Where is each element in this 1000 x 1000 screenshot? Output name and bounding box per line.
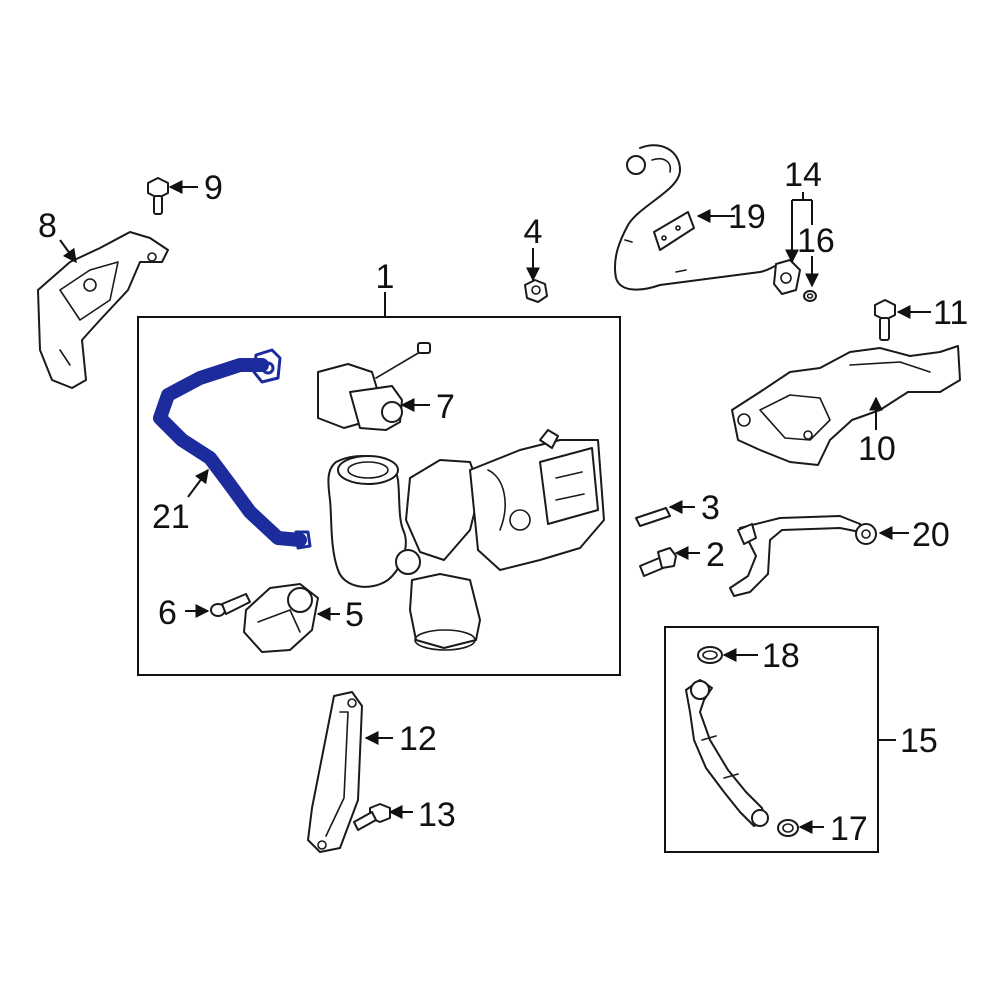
- callout-8: 8: [38, 207, 57, 245]
- callout-11: 11: [933, 294, 968, 332]
- callout-13: 13: [418, 796, 456, 834]
- callout-21: 21: [152, 498, 190, 536]
- callout-16: 16: [797, 222, 835, 260]
- actuator-part-7[interactable]: [317, 342, 431, 431]
- seal-part-17[interactable]: [777, 819, 799, 837]
- washer-part-16[interactable]: [803, 290, 817, 302]
- callout-3: 3: [701, 489, 720, 527]
- valve-part-5[interactable]: [243, 583, 319, 653]
- oil-line-part-15[interactable]: [685, 679, 769, 827]
- pipe-part-21[interactable]: [153, 348, 312, 550]
- bolt-part-6[interactable]: [210, 593, 251, 617]
- bracket-part-19[interactable]: [653, 211, 695, 251]
- callout-1: 1: [376, 258, 395, 296]
- callout-19: 19: [728, 198, 766, 236]
- callout-4: 4: [524, 213, 543, 251]
- callout-9: 9: [204, 169, 223, 207]
- callout-7: 7: [436, 388, 455, 426]
- bolt-part-11[interactable]: [874, 299, 896, 341]
- callout-5: 5: [345, 596, 364, 634]
- coolant-line-part-14[interactable]: [614, 144, 801, 295]
- nut-part-4[interactable]: [524, 279, 548, 303]
- leader-lines: [59, 180, 931, 834]
- callout-20: 20: [912, 516, 950, 554]
- bolt-part-13[interactable]: [353, 803, 391, 831]
- pipe-part-20[interactable]: [729, 515, 877, 597]
- bolt-part-9[interactable]: [147, 177, 169, 215]
- bracket-part-12[interactable]: [307, 691, 363, 853]
- seal-part-18[interactable]: [697, 646, 723, 664]
- callout-10: 10: [858, 430, 896, 468]
- callout-14: 14: [784, 156, 822, 194]
- callout-17: 17: [830, 810, 868, 848]
- callout-18: 18: [762, 637, 800, 675]
- callout-12: 12: [399, 720, 437, 758]
- heat-shield-part-10[interactable]: [731, 345, 961, 466]
- callout-labels: 1 2 3 4 5 6 7 8 9 10 11 12 13 14 15 16 1…: [38, 156, 968, 848]
- callout-2: 2: [706, 536, 725, 574]
- callout-6: 6: [158, 594, 177, 632]
- bolt-part-2[interactable]: [639, 547, 677, 577]
- turbocharger-assembly-box: [137, 316, 621, 676]
- heat-shield-part-8[interactable]: [37, 231, 169, 389]
- stud-part-3[interactable]: [635, 507, 671, 527]
- callout-15: 15: [900, 722, 938, 760]
- turbocharger-part-1[interactable]: [327, 429, 605, 651]
